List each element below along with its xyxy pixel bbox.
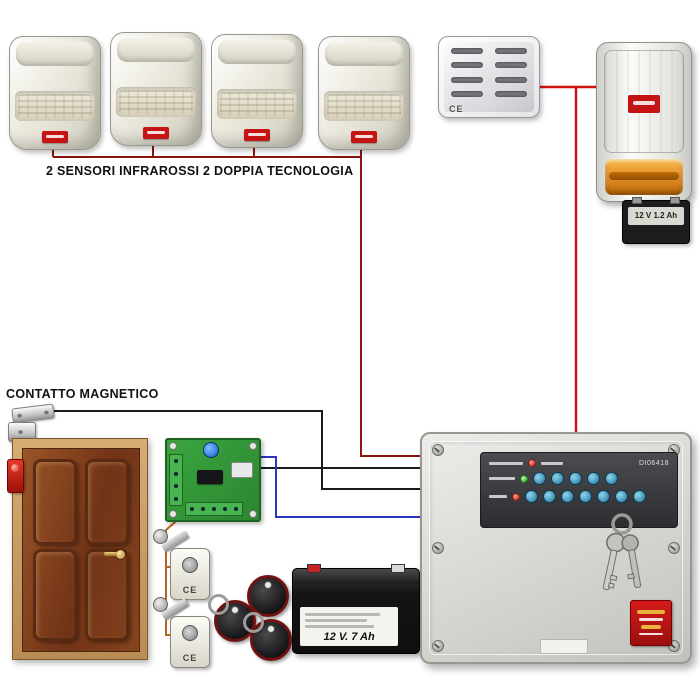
- door-handle: [104, 550, 125, 559]
- trimmer: [203, 442, 219, 458]
- panel-button: [543, 490, 556, 503]
- brand-sticker: [244, 129, 270, 141]
- ce-mark: CE: [182, 585, 198, 595]
- key-icon: [153, 597, 168, 612]
- outdoor-siren: [596, 42, 692, 202]
- panel-button: [525, 490, 538, 503]
- pir-sensor-1: [9, 36, 101, 150]
- siren-grille: [451, 48, 527, 99]
- door-frame-sensor: [7, 459, 24, 493]
- battery-terminal-positive: [307, 564, 321, 573]
- panel-button: [615, 490, 628, 503]
- sensor-cap: [16, 42, 94, 66]
- brand-sticker: [42, 131, 68, 143]
- sensor-lens: [217, 89, 297, 119]
- terminal-block: [185, 502, 243, 516]
- door-panel: [85, 549, 129, 641]
- brand-sticker: [628, 95, 660, 113]
- control-panel: DI06418: [420, 432, 692, 664]
- pir-sensor-2: [110, 32, 202, 146]
- pir-sensor-3: [211, 34, 303, 148]
- ce-mark: CE: [182, 653, 198, 663]
- sensors-caption: 2 SENSORI INFRAROSSI 2 DOPPIA TECNOLOGIA: [46, 164, 354, 178]
- sensor-cap: [117, 38, 195, 62]
- relay-board: [165, 438, 261, 522]
- status-led: [512, 492, 520, 501]
- lock-cylinder: [182, 557, 198, 573]
- panel-button: [551, 472, 564, 485]
- status-led: [520, 474, 528, 483]
- terminal-block: [169, 454, 183, 506]
- panel-button: [633, 490, 646, 503]
- door: [7, 438, 148, 660]
- key-switch-1: CE: [153, 529, 210, 600]
- panel-button: [587, 472, 600, 485]
- sensor-lens: [116, 87, 196, 117]
- brand-sticker: [351, 131, 377, 143]
- brand-sticker: [143, 127, 169, 139]
- door-panel: [33, 459, 77, 545]
- battery-terminal: [670, 197, 680, 204]
- battery-label: 12 V. 7 Ah: [300, 607, 399, 646]
- lock-cylinder: [182, 625, 198, 641]
- sensor-lens: [324, 91, 404, 121]
- panel-button: [533, 472, 546, 485]
- panel-button: [569, 472, 582, 485]
- key-switch-2: CE: [153, 597, 210, 668]
- sensor-cap: [325, 42, 403, 66]
- sensor-cap: [218, 40, 296, 64]
- door-panel: [33, 549, 77, 641]
- key-ring: [208, 594, 229, 615]
- panel-keys: [602, 513, 642, 591]
- battery-rating: 12 V. 7 Ah: [323, 631, 375, 644]
- sensor-lens: [15, 91, 95, 121]
- key-icon: [153, 529, 168, 544]
- relay: [231, 462, 253, 478]
- battery-terminal: [632, 197, 642, 204]
- door-leaf: [22, 448, 140, 652]
- key-fob-2: [247, 575, 289, 617]
- battery-top: [293, 569, 419, 584]
- strobe-light: [605, 159, 683, 195]
- door-panel: [85, 459, 129, 545]
- panel-serial: DI06418: [639, 459, 669, 467]
- panel-button: [579, 490, 592, 503]
- small-battery: 12 V 1.2 Ah: [622, 197, 690, 244]
- panel-button: [605, 472, 618, 485]
- pir-sensor-4: [318, 36, 410, 150]
- ce-mark: CE: [449, 104, 464, 114]
- info-label: [540, 639, 588, 654]
- key-ring: [243, 612, 264, 633]
- magnetic-contact-caption: CONTATTO MAGNETICO: [6, 387, 159, 401]
- panel-button: [561, 490, 574, 503]
- battery-terminal-negative: [391, 564, 405, 573]
- battery-label: 12 V 1.2 Ah: [628, 207, 684, 225]
- indoor-siren: CE: [438, 36, 540, 118]
- main-battery: 12 V. 7 Ah: [292, 564, 420, 654]
- brand-sticker: [630, 600, 672, 646]
- panel-button: [597, 490, 610, 503]
- ic-chip: [197, 470, 223, 484]
- status-led: [528, 459, 536, 467]
- panel-keypad: DI06418: [480, 452, 678, 528]
- contact-bar: [11, 403, 55, 424]
